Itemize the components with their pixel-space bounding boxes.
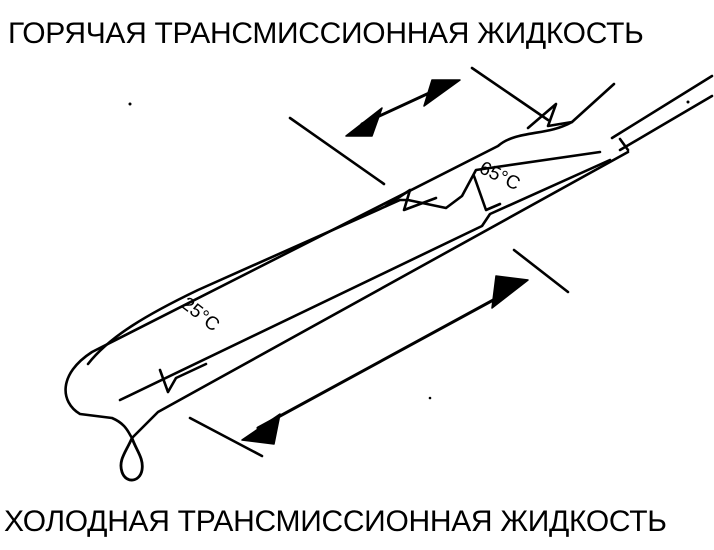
hot-arrowhead-left [345,107,383,137]
cold-range-extension-right [512,248,570,294]
cold-range-extension-left [188,416,264,458]
dipstick-shaft-line-upper [610,74,714,140]
scan-speck [128,102,132,106]
lower-temp-marking: 25°C [177,293,223,336]
cold-arrowhead-left [241,413,281,445]
upper-mark-step [472,174,502,212]
scan-speck [686,100,690,104]
cold-fluid-label: ХОЛОДНАЯ ТРАНСМИССИОННАЯ ЖИДКОСТЬ [4,505,667,538]
scan-speck [428,396,432,400]
dipstick-top-notch [526,82,616,130]
oil-drip [119,436,144,482]
upper-mark-notch [384,188,438,212]
cold-range-arrow-shaft [256,290,510,430]
dipstick-shaft-line-lower [618,94,714,152]
dipstick-inner-top [86,150,602,366]
cold-arrowhead-right [491,275,529,309]
hot-range-extension-right [470,66,550,122]
dipstick-blade-outline [64,120,630,440]
hot-fluid-label: ГОРЯЧАЯ ТРАНСМИССИОННАЯ ЖИДКОСТЬ [8,17,644,50]
dipstick-inner-bottom [118,158,612,402]
dipstick-shaft-end [618,137,630,152]
lower-mark-notch [158,362,208,394]
hot-arrowhead-right [423,79,461,107]
hot-range-extension-left [288,116,386,186]
